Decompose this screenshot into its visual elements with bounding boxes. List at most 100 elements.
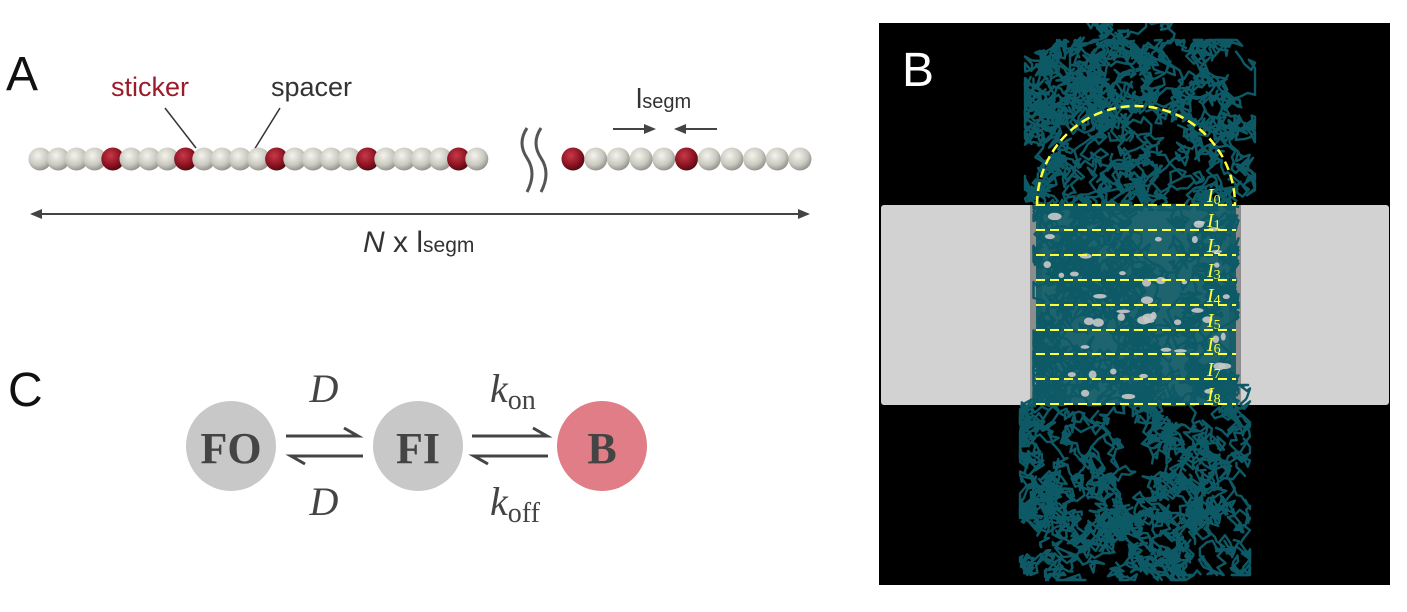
polymer-strand bbox=[1174, 123, 1204, 167]
polymer-strand bbox=[1085, 464, 1137, 488]
spacer-bead bbox=[46, 147, 70, 171]
pore-gap bbox=[1083, 317, 1094, 326]
pore-gap bbox=[1154, 236, 1162, 242]
polymer-strand bbox=[1226, 508, 1252, 577]
polymer-strand bbox=[1151, 488, 1226, 549]
sticker-bead bbox=[265, 147, 289, 171]
pore-gap bbox=[1202, 316, 1213, 323]
spacer-bead bbox=[743, 147, 767, 171]
sticker-pointer-line bbox=[164, 107, 197, 149]
polymer-strand bbox=[1122, 383, 1166, 424]
spacer-bead bbox=[788, 147, 812, 171]
polymer-strand bbox=[1143, 406, 1186, 456]
pore-gap bbox=[1174, 319, 1182, 326]
polymer-strand bbox=[1129, 519, 1195, 577]
polymer-strand bbox=[1018, 416, 1044, 465]
polymer-strand bbox=[1023, 158, 1062, 203]
state-fo-circle bbox=[186, 401, 276, 491]
polymer-strand bbox=[1034, 38, 1070, 81]
pore-gap bbox=[1214, 262, 1220, 268]
polymer-strand bbox=[1044, 460, 1086, 503]
fi-to-fo-arrow bbox=[285, 454, 363, 466]
k-off-label: koff bbox=[490, 479, 541, 529]
pore-gap bbox=[1044, 233, 1055, 240]
k-off-sub: off bbox=[508, 498, 541, 529]
pore-gap bbox=[1193, 220, 1205, 228]
spacer-pointer-line bbox=[253, 107, 281, 151]
spacer-bead bbox=[337, 147, 361, 171]
panel-a: A sticker spacer lsegm N x lsegm bbox=[6, 48, 812, 259]
spacer-bead bbox=[606, 147, 630, 171]
chain-left bbox=[28, 147, 489, 171]
polymer-strand bbox=[1205, 478, 1252, 534]
pore-gap bbox=[1110, 368, 1117, 375]
sticker-bead bbox=[356, 147, 380, 171]
pore-gap bbox=[1081, 389, 1090, 397]
pore-gap bbox=[1116, 309, 1131, 314]
panel-c: C FO FI B D D kon koff bbox=[8, 364, 647, 529]
pore-gap bbox=[1174, 349, 1187, 353]
fo-fi-rate-top: D bbox=[309, 366, 339, 411]
polymer-strand bbox=[1059, 423, 1102, 493]
pore-gap bbox=[1213, 362, 1226, 371]
polymer-strand bbox=[1068, 36, 1111, 82]
state-b-label: B bbox=[587, 424, 616, 473]
polymer-strand bbox=[1032, 326, 1062, 359]
spacer-bead bbox=[137, 147, 161, 171]
pore-gap bbox=[1140, 296, 1154, 304]
polymer-strand bbox=[1166, 296, 1217, 337]
pore-gap bbox=[1121, 393, 1136, 400]
polymer-strand bbox=[1106, 566, 1138, 582]
polymer-strand bbox=[1087, 50, 1135, 76]
spacer-bead bbox=[697, 147, 721, 171]
spacer-bead bbox=[465, 147, 489, 171]
spacer-bead bbox=[720, 147, 744, 171]
polymer-strand bbox=[1182, 508, 1197, 546]
polymer-strand bbox=[1073, 508, 1134, 545]
polymer-strand bbox=[1088, 234, 1169, 299]
total-length-label: N x lsegm bbox=[363, 226, 474, 259]
polymer-strand bbox=[1121, 331, 1171, 378]
polymer-strand bbox=[1118, 153, 1181, 203]
polymer-strand bbox=[1032, 304, 1065, 363]
polymer-strand bbox=[1043, 508, 1083, 531]
polymer-strand bbox=[1022, 550, 1079, 577]
sticker-bead bbox=[675, 147, 698, 171]
spacer-bead bbox=[629, 147, 653, 171]
pore-gap bbox=[1191, 308, 1204, 313]
spacer-bead bbox=[392, 147, 416, 171]
spacer-bead bbox=[83, 147, 107, 171]
pore-gap bbox=[1142, 313, 1155, 321]
spacer-bead bbox=[374, 147, 398, 171]
spacer-bead bbox=[283, 147, 307, 171]
pore-gap bbox=[1204, 389, 1214, 394]
interface-label: I5 bbox=[1206, 310, 1221, 333]
pore-gap bbox=[1117, 313, 1125, 321]
polymer-strand bbox=[1156, 419, 1181, 465]
pore-gap bbox=[1058, 272, 1065, 278]
total-length-symbol: l bbox=[416, 226, 423, 259]
pore-gap bbox=[1220, 332, 1226, 341]
spacer-bead bbox=[319, 147, 343, 171]
spacer-bead bbox=[428, 147, 452, 171]
polymer-strand bbox=[1043, 567, 1087, 582]
state-fo-label: FO bbox=[200, 424, 261, 473]
spacer-bead bbox=[301, 147, 325, 171]
b-to-fi-arrow bbox=[468, 454, 548, 466]
pore-gap bbox=[1191, 235, 1198, 244]
spacer-bead bbox=[28, 147, 52, 171]
spacer-bead bbox=[155, 147, 179, 171]
spacer-bead bbox=[210, 147, 234, 171]
interface-label: I0 bbox=[1206, 185, 1221, 208]
total-length-subscript: segm bbox=[423, 234, 474, 257]
spacer-bead bbox=[410, 147, 434, 171]
polymer-strand bbox=[1162, 203, 1190, 234]
polymer-strand bbox=[1063, 410, 1109, 476]
polymer-strand bbox=[1144, 77, 1196, 123]
polymer-strand bbox=[1032, 205, 1106, 249]
polymer-strand bbox=[1094, 498, 1143, 537]
fo-fi-rate-bottom: D bbox=[309, 479, 339, 524]
polymer-strand bbox=[1207, 326, 1240, 397]
